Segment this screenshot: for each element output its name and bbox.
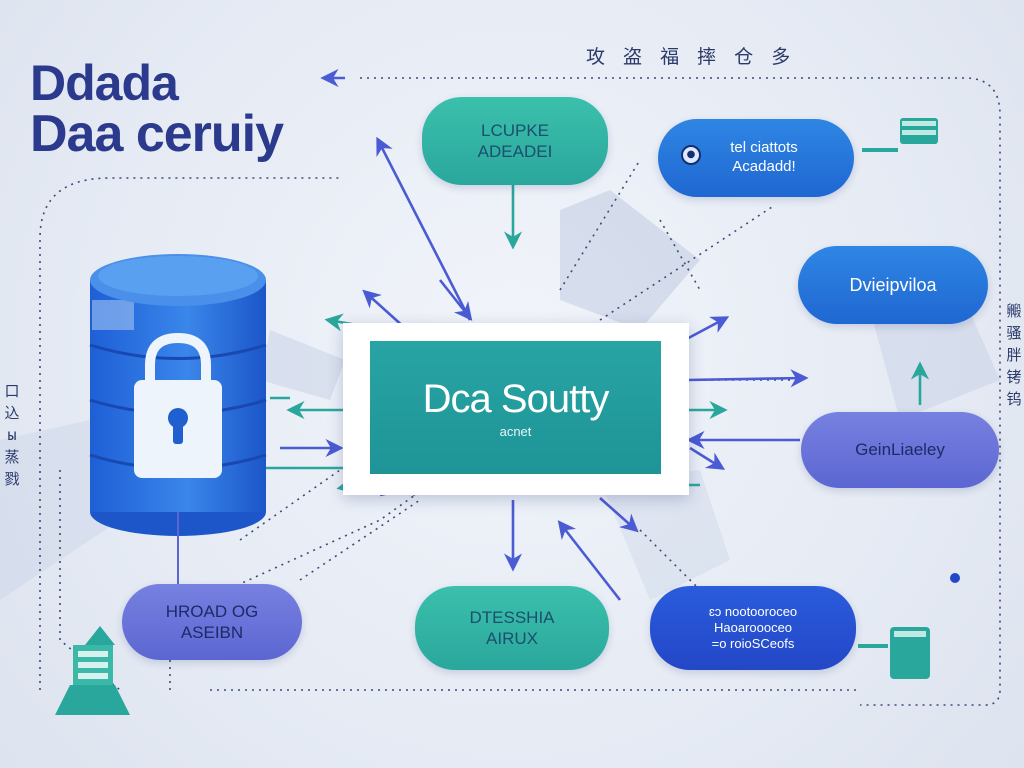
node-bottom-right[interactable]: ɛɔ nootooroceo Haoaroooceo =o roioSCeofs [650,586,856,670]
arrow-icon [685,369,809,388]
arrow-icon [689,446,726,470]
node-label: Haoaroooceo [713,619,793,635]
center-node[interactable]: Dca Soutty acnet [370,341,661,474]
node-label: ADEADEI [477,142,553,161]
arrow-icon [362,289,406,329]
node-label: Dvieipviloa [849,274,937,295]
page-title-line2: Daa ceruiy [30,105,284,163]
node-label: tel ciattots [730,139,798,157]
top-label: 攻 盗 福 摔 仓 多 [586,46,797,68]
node-label: LCUPKE [480,120,550,140]
node-label: GeinLiaeley [855,440,945,460]
node-right-1[interactable]: Dvieipviloa [798,246,988,324]
dotted-lines [39,77,1001,706]
node-label: ɛɔ nootooroceo [708,603,798,619]
server-icon [55,626,130,715]
node-label: Acadadd! [732,158,796,175]
shield-icon: ● [681,145,701,165]
center-node-title: Dca Soutty [422,376,610,421]
arrow-icon [376,136,472,321]
node-label: ASEIBN [180,623,244,642]
page-title: Ddada [30,55,179,111]
arrow-icon [438,279,473,321]
lock-icon [134,332,222,478]
node-bottom-center[interactable]: DTESSHIA AIRUX [415,586,609,670]
node-label: AIRUX [486,629,538,648]
node-label: HROAD OG [165,601,259,621]
server-icon [862,118,938,152]
node-label: DTESSHIA [469,607,555,627]
node-bottom-left[interactable]: HROAD OG ASEIBN [122,584,302,660]
node-right-2[interactable]: GeinLiaeley [801,412,999,488]
dot [950,573,960,583]
node-top-left[interactable]: LCUPKE ADEADEI [422,97,608,185]
arrow-icon [557,520,622,601]
center-node-subtitle: acnet [499,423,532,439]
side-label-right: 毈骚胖铐钨 [1006,302,1022,408]
arrow-icon [599,497,639,533]
side-label-left: 口込ы蒸戮 [4,382,20,488]
server-icon [858,627,930,679]
node-label: =o roioSCeofs [711,636,795,652]
